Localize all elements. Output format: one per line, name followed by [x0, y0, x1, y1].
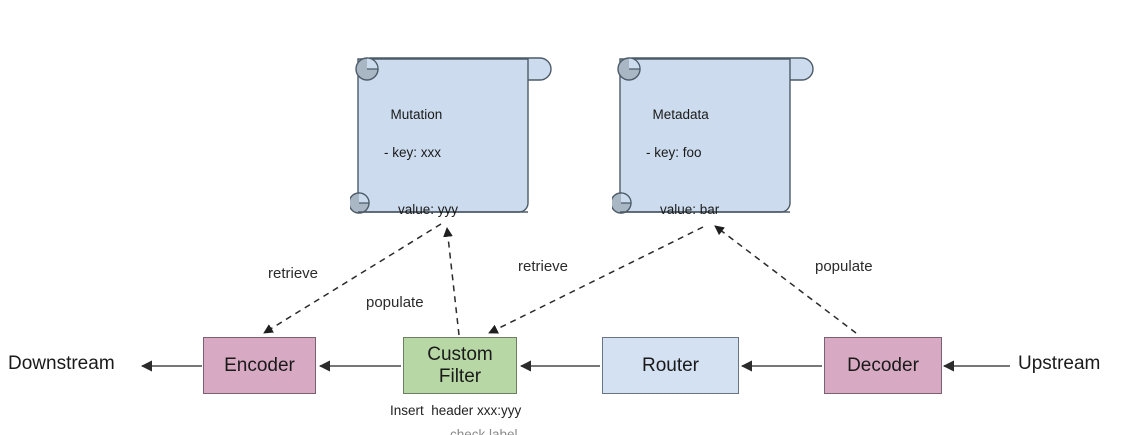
label-populate-left: populate: [366, 294, 424, 311]
mutation-document: Mutation - key: xxx value: yyy: [350, 48, 562, 224]
edge-retrieve-mutation-encoder: [263, 223, 442, 334]
label-downstream: Downstream: [8, 353, 115, 374]
metadata-document: Metadata - key: foo value: bar: [612, 48, 824, 224]
node-encoder-label: Encoder: [224, 354, 295, 376]
metadata-line-1: Metadata: [652, 107, 709, 122]
label-upstream: Upstream: [1018, 353, 1101, 374]
label-retrieve-right: retrieve: [518, 258, 569, 275]
mutation-scroll-shape: [350, 57, 552, 214]
mutation-document-text: Mutation - key: xxx value: yyy: [368, 86, 458, 257]
mutation-line-1: Mutation: [390, 107, 443, 122]
node-router[interactable]: Router: [602, 337, 739, 394]
annotation-insert-header: Insert header xxx:yyy: [390, 403, 522, 418]
node-router-label: Router: [641, 354, 700, 376]
metadata-line-2: - key: foo: [646, 145, 702, 160]
mutation-line-3: value: yyy: [398, 202, 459, 217]
edge-populate-decoder-metadata: [714, 225, 857, 334]
mutation-line-2: - key: xxx: [384, 145, 442, 160]
node-encoder[interactable]: Encoder: [203, 337, 316, 394]
annotation-clipped-bottom: check label: [450, 427, 518, 435]
label-retrieve-left: retrieve: [268, 265, 319, 282]
metadata-line-3: value: bar: [660, 202, 720, 217]
node-decoder[interactable]: Decoder: [824, 337, 942, 394]
label-populate-right: populate: [815, 258, 873, 275]
edge-retrieve-metadata-filter: [488, 226, 704, 334]
metadata-scroll-shape: [612, 57, 814, 214]
node-custom-filter-label: Custom Filter: [427, 343, 493, 387]
metadata-document-text: Metadata - key: foo value: bar: [630, 86, 719, 257]
node-custom-filter[interactable]: Custom Filter: [403, 337, 517, 394]
node-decoder-label: Decoder: [847, 354, 919, 376]
edge-populate-filter-mutation: [443, 227, 460, 336]
